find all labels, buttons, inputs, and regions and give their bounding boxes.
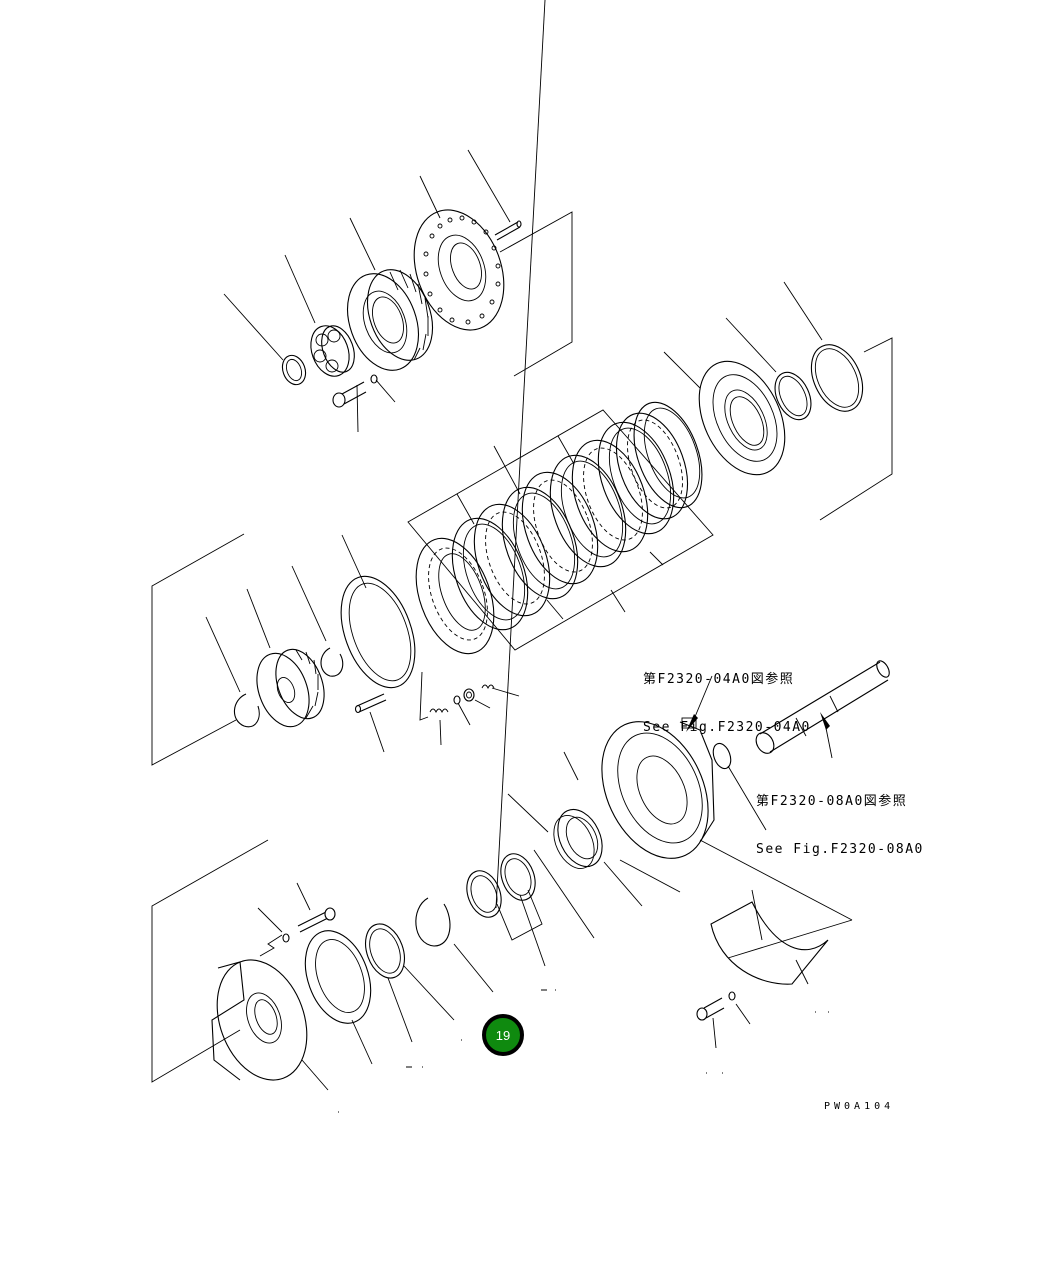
- bolt-part: [332, 374, 378, 408]
- seal-ring-large: [810, 344, 864, 412]
- bearing-part-2: [304, 930, 372, 1024]
- friction-disc-5: [615, 412, 689, 520]
- housing-group: [507, 660, 890, 959]
- reference-note-f2320-08a0: 第F2320-08A0図参照 See Fig.F2320-08A0: [756, 762, 924, 890]
- part-callout-badge[interactable]: 19: [482, 1014, 524, 1056]
- separator-plate-outer: [340, 575, 416, 689]
- washer-part-2: [282, 933, 290, 943]
- spring-part: [429, 708, 449, 714]
- friction-disc-4: [571, 439, 649, 553]
- reference-note-en: See Fig.F2320-04A0: [643, 720, 811, 735]
- seal-ring-part-4: [500, 853, 536, 901]
- hub-group: [151, 533, 520, 766]
- dowel-pin-part: [494, 220, 522, 241]
- snap-ring-part-3: [415, 897, 451, 947]
- carrier-plate-part: [413, 209, 505, 331]
- seal-ring-part-3: [466, 870, 502, 918]
- flange-housing-part: [211, 959, 308, 1081]
- clutch-pack-group: [407, 401, 714, 655]
- reference-note-jp: 第F2320-04A0図参照: [643, 672, 795, 687]
- bolt-part-3: [696, 991, 751, 1049]
- washer-part: [453, 695, 461, 705]
- drawing-code-label: PW0A104: [824, 1101, 895, 1112]
- spring-part-2: [481, 684, 495, 690]
- transmission-housing-part: [601, 717, 715, 859]
- reference-note-f2320-04a0: 第F2320-04A0図参照 See Fig.F2320-04A0: [643, 640, 811, 768]
- piston-group: [663, 281, 893, 521]
- bearing-part: [310, 325, 355, 377]
- separator-plate-4: [597, 421, 675, 535]
- oil-seal-part: [281, 354, 307, 386]
- ring-gear-part: [347, 269, 434, 371]
- top-group: [223, 149, 573, 433]
- bottom-group: [151, 0, 829, 1091]
- nut-part: [463, 688, 475, 702]
- piston-housing-part: [698, 360, 786, 476]
- friction-disc-3: [521, 471, 599, 585]
- residual-marks: [338, 989, 829, 1113]
- reference-note-jp: 第F2320-08A0図参照: [756, 794, 908, 809]
- output-shaft-part: [755, 660, 890, 754]
- snap-ring-part-2: [320, 647, 344, 677]
- friction-disc-2: [473, 503, 551, 617]
- bolt-part-2: [297, 907, 336, 933]
- cover-guard-part: [710, 889, 829, 985]
- gear-hub-part: [256, 648, 325, 728]
- end-plate: [633, 401, 703, 509]
- separator-plate-2: [501, 486, 579, 600]
- snap-ring-part: [233, 693, 260, 728]
- sleeve-part: [553, 808, 603, 869]
- separator-plate-3: [549, 454, 627, 568]
- friction-disc-1: [415, 537, 495, 655]
- seal-part-2: [365, 923, 405, 979]
- pin-part: [354, 693, 387, 714]
- seal-ring-small: [774, 371, 812, 421]
- reference-note-en: See Fig.F2320-08A0: [756, 842, 924, 857]
- bushing-part: [712, 742, 732, 770]
- callout-number: 19: [495, 1027, 511, 1043]
